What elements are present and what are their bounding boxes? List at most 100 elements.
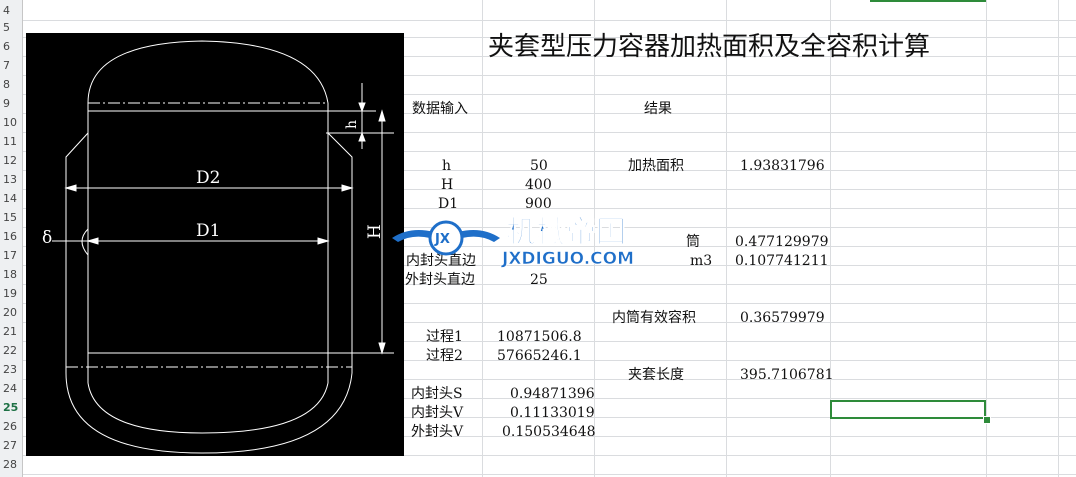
dim-arrow <box>317 237 330 245</box>
wing-left-icon <box>392 230 434 242</box>
row-number[interactable]: 21 <box>3 325 17 338</box>
inner-head-s-value[interactable]: 0.94871396 <box>510 386 595 402</box>
grid-line <box>22 94 1076 95</box>
row-number[interactable]: 6 <box>3 40 10 53</box>
input-h-label[interactable]: h <box>442 158 452 174</box>
grid-line <box>22 417 1076 418</box>
row-number[interactable]: 27 <box>3 439 17 452</box>
row-number[interactable]: 14 <box>3 192 17 205</box>
weld-mark <box>81 228 89 256</box>
grid-line <box>22 151 1076 152</box>
input-outer-straight-value[interactable]: 25 <box>530 272 548 288</box>
dim-arrow <box>378 342 386 355</box>
row-number[interactable]: 20 <box>3 306 17 319</box>
row-number[interactable]: 12 <box>3 154 17 167</box>
sheet-title: 夹套型压力容器加热面积及全容积计算 <box>488 32 931 62</box>
row-number[interactable]: 28 <box>3 458 17 471</box>
grid-line <box>22 132 1076 133</box>
row-number[interactable]: 18 <box>3 268 17 281</box>
input-outer-straight-label[interactable]: 外封头直边 <box>405 272 475 288</box>
row-number[interactable]: 10 <box>3 116 17 129</box>
inner-head-v-label[interactable]: 内封头V <box>411 405 464 421</box>
grid-line <box>22 113 1076 114</box>
grid-line <box>726 0 727 477</box>
row17-label[interactable]: m3 <box>690 253 713 269</box>
inner-head-v-value[interactable]: 0.11133019 <box>510 405 595 421</box>
dim-arrow <box>86 237 99 245</box>
wing-right-icon <box>458 230 500 242</box>
row-number[interactable]: 19 <box>3 287 17 300</box>
row-number[interactable]: 4 <box>3 4 10 17</box>
row-number[interactable]: 8 <box>3 78 10 91</box>
grid-line <box>22 189 1076 190</box>
row16-value[interactable]: 0.477129979 <box>735 234 829 250</box>
row-number[interactable]: 15 <box>3 211 17 224</box>
heating-area-label[interactable]: 加热面积 <box>628 158 684 174</box>
jacket-bottom-head <box>65 372 353 454</box>
jacket-length-value[interactable]: 395.7106781 <box>740 367 834 383</box>
jacket-length-label[interactable]: 夹套长度 <box>628 367 684 383</box>
grid-line <box>22 37 1076 38</box>
selected-cell[interactable] <box>830 400 986 419</box>
vessel-drawing[interactable]: D2 D1 δ H h <box>26 33 404 456</box>
watermark-name: 机械帝国 <box>506 215 626 250</box>
inner-head-s-label[interactable]: 内封头S <box>411 386 463 402</box>
outer-head-v-label[interactable]: 外封头V <box>411 424 464 440</box>
grid-line <box>22 474 1076 475</box>
row17-value[interactable]: 0.107741211 <box>735 253 829 269</box>
grid-line <box>22 265 1076 266</box>
input-H-value[interactable]: 400 <box>525 177 552 193</box>
row-number[interactable]: 5 <box>3 21 10 34</box>
row-number[interactable]: 17 <box>3 249 17 262</box>
row-number[interactable]: 26 <box>3 420 17 433</box>
row-header[interactable] <box>0 0 23 477</box>
heating-area-value[interactable]: 1.93831796 <box>740 158 825 174</box>
grid-line <box>22 341 1076 342</box>
dim-arrow <box>358 102 366 113</box>
outer-head-v-value[interactable]: 0.150534648 <box>502 424 596 440</box>
jacket-right <box>327 132 353 373</box>
inner-top-head <box>87 40 329 104</box>
jacket-left <box>65 132 89 373</box>
grid-line <box>986 0 987 477</box>
row-number[interactable]: 24 <box>3 382 17 395</box>
row-number[interactable]: 7 <box>3 59 10 72</box>
grid-line <box>22 360 1076 361</box>
input-D1-label[interactable]: D1 <box>438 196 459 212</box>
watermark-badge: JX <box>434 232 450 247</box>
grid-line <box>22 75 1076 76</box>
fill-handle[interactable] <box>983 416 991 424</box>
column-highlight <box>870 0 986 2</box>
process2-value[interactable]: 57665246.1 <box>497 348 582 364</box>
drawing-label-D1: D1 <box>196 221 220 241</box>
grid-line <box>594 0 595 477</box>
row-number[interactable]: 11 <box>3 135 17 148</box>
row-number[interactable]: 13 <box>3 173 17 186</box>
process1-label[interactable]: 过程1 <box>426 329 463 345</box>
input-h-value[interactable]: 50 <box>530 158 548 174</box>
row-number[interactable]: 9 <box>3 97 10 110</box>
row-number[interactable]: 22 <box>3 344 17 357</box>
effective-volume-value[interactable]: 0.36579979 <box>740 310 825 326</box>
grid-line <box>22 322 1076 323</box>
effective-volume-label[interactable]: 内筒有效容积 <box>612 310 696 326</box>
row-number[interactable]: 25 <box>3 401 19 414</box>
input-inner-straight-label[interactable]: 内封头直边 <box>406 253 476 269</box>
input-D1-value[interactable]: 900 <box>525 196 552 212</box>
row16-label[interactable]: 筒 <box>686 234 700 250</box>
drawing-label-delta: δ <box>42 228 52 248</box>
inputs-header[interactable]: 数据输入 <box>412 101 468 117</box>
process2-label[interactable]: 过程2 <box>426 348 463 364</box>
grid-line <box>22 170 1076 171</box>
grid-line <box>22 379 1076 380</box>
row-number[interactable]: 16 <box>3 230 17 243</box>
grid-line <box>22 56 1076 57</box>
input-H-label[interactable]: H <box>441 177 454 193</box>
results-header[interactable]: 结果 <box>644 101 672 117</box>
inner-bottom-head <box>87 382 329 434</box>
drawing-label-D2: D2 <box>196 168 220 188</box>
process1-value[interactable]: 10871506.8 <box>497 329 582 345</box>
grid-line <box>22 398 1076 399</box>
row-number[interactable]: 23 <box>3 363 17 376</box>
